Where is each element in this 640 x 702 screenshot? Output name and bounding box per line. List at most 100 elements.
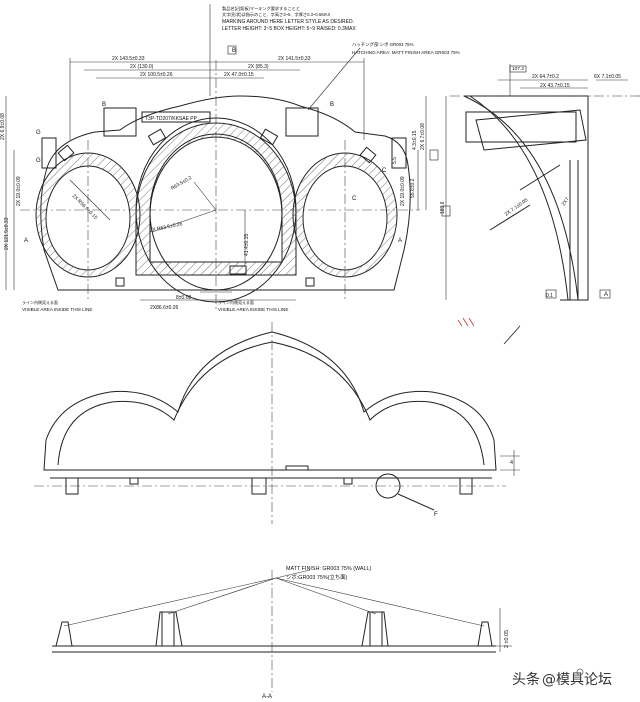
dim-d17: 2X R56.5±0.15 [71, 193, 99, 221]
dim-d16: 2X R63.5±0.26 [149, 221, 183, 234]
dim-d3: 2X (130.0) [130, 64, 154, 70]
dim-d21: 107.2 [512, 66, 524, 72]
dim-d2: 2X 141.5±0.33 [278, 56, 311, 62]
note-visible-jp-right: ライン内側見える面 [218, 299, 254, 305]
side-lens-edge [475, 109, 587, 151]
middle-foot-2 [129, 477, 139, 485]
dim-d30: 4 [510, 460, 513, 466]
middle-inner-line [57, 341, 485, 466]
break-marks [457, 317, 475, 327]
label-c2: C [352, 196, 357, 202]
side-leader-1 [489, 204, 531, 231]
housing-outline [40, 95, 411, 291]
dim-d27: 183.6 [440, 201, 446, 214]
clip-1 [147, 128, 167, 146]
note-marking-jp-1: 製品名記(銘板)マーキング要求することと [222, 5, 300, 12]
front-centerlines [20, 60, 420, 312]
middle-outline [43, 331, 497, 471]
foot-3 [305, 277, 315, 287]
section-wall-right [477, 621, 493, 647]
watermark-at: @ [542, 672, 556, 688]
label-b-left: B [102, 102, 106, 108]
dim-d1: 2X 143.5±0.33 [112, 56, 145, 62]
part-label-box [141, 111, 211, 123]
dim-d20: 8±0.08 [176, 295, 191, 301]
part-label: T3P-TD207/KKSAE PP [145, 116, 198, 122]
front-dimension-lines [5, 4, 427, 301]
side-curve-inner [469, 95, 569, 301]
middle-view [43, 331, 497, 511]
side-dimension-lines [445, 64, 640, 300]
boss-right-top [285, 107, 319, 137]
dim-d7: 2X 6.9±0.08 [0, 113, 6, 140]
middle-dimension-lines [500, 450, 520, 476]
label-a-right: A [398, 238, 402, 244]
note-matt-en: MATT FINISH: GR003 75% (WALL) [286, 566, 371, 572]
label-a-side: A [604, 292, 608, 298]
boss-left-top [103, 107, 137, 137]
detail-f-leader [397, 493, 435, 511]
dim-d15: R63.5±0.2 [170, 175, 193, 192]
dim-d23: 2X 43.7±0.15 [540, 83, 570, 89]
dim-d29: 2 ±0.05 [504, 630, 510, 648]
dim-d5: 2X 100.5±0.26 [140, 72, 173, 78]
note-marking-en-2: LETTER HEIGHT: 3~5 BOX HEIGHT: 5~9 RAISE… [222, 26, 356, 32]
center-hatch-ring [135, 122, 297, 276]
middle-foot-4 [343, 477, 353, 485]
dim-d19: 2X86.6±0.26 [150, 305, 179, 311]
foot-1 [115, 277, 125, 287]
dim-d6: 2X 47.0±0.15 [224, 72, 254, 78]
section-wall-3 [361, 611, 389, 647]
dim-d10: 5.5 [392, 157, 398, 164]
dim-d11: 2X 19.0±0.09 [400, 176, 406, 206]
section-post-1 [161, 611, 175, 647]
watermark-icon [576, 668, 584, 676]
clip-2 [259, 128, 279, 146]
note-visible-en-right: VISIBLE AREA INSIDE THIS LINE [218, 307, 288, 312]
label-c1: C [382, 168, 387, 174]
watermark-source: 头条 [512, 671, 540, 688]
note-marking-jp-2: 文字(形状)は指示のこと、字高さ3~5、字厚さ0.3~0.5MAX [222, 11, 330, 18]
foot-2 [229, 265, 247, 275]
dim-d4: 2X (85.3) [248, 64, 269, 70]
dim-d14: 2X 121.5±0.33 [4, 217, 10, 250]
middle-slot [285, 465, 309, 471]
section-wall-2 [155, 611, 183, 647]
clip-4 [359, 146, 377, 164]
note-hatching-jp: ハッチング部:シボ GR003 75% [352, 41, 414, 48]
label-b-right: B [330, 102, 334, 108]
note-matt-jp: シボ:GR003 75%(立ち面) [286, 573, 348, 581]
boss-right-side [391, 137, 407, 169]
side-curve-outer [463, 95, 579, 301]
note-visible-jp-left: ライン内側見える面 [22, 299, 58, 305]
side-leader-2 [519, 164, 561, 191]
label-b-top: B [232, 48, 236, 54]
clip-3 [57, 144, 75, 162]
label-g2: G [36, 158, 41, 164]
dim-d12: 55.6±0.2 [410, 178, 416, 198]
datum-boxes [227, 45, 611, 299]
dim-d18: 41.4±0.15 [244, 234, 250, 256]
section-view [52, 611, 496, 653]
label-section: A-A [262, 694, 272, 700]
note-hatching-en: HATCHING AREA: MATT FINISH AREA GR003 75… [352, 50, 460, 55]
dim-d9: 4.3±0.15 [412, 130, 418, 150]
boss-left-side [41, 137, 57, 169]
dim-d26: 2X7 [561, 196, 571, 207]
note-marking-en-1: MARKING AROUND HERE LETTER STYLE AS DESI… [222, 19, 354, 25]
watermark-forum: 模具论坛 [556, 672, 612, 688]
dim-d13: 2X 19.0±0.09 [16, 176, 22, 206]
side-bracket [465, 111, 577, 143]
middle-centerlines [34, 322, 506, 524]
section-leaders [63, 569, 512, 652]
section-leader [503, 325, 521, 345]
label-a-left: A [24, 238, 28, 244]
note-visible-en-left: VISIBLE AREA INSIDE THIS LINE [22, 307, 92, 312]
dim-d28: 0.1 [546, 293, 553, 299]
watermark: 头条 @ 模具论坛 [512, 668, 612, 688]
dim-d24: 6X 7.1±0.05 [594, 74, 621, 80]
dim-d22: 2X 64.7±0.2 [532, 74, 559, 80]
label-f: F [434, 512, 438, 518]
label-g1: G [36, 130, 41, 136]
